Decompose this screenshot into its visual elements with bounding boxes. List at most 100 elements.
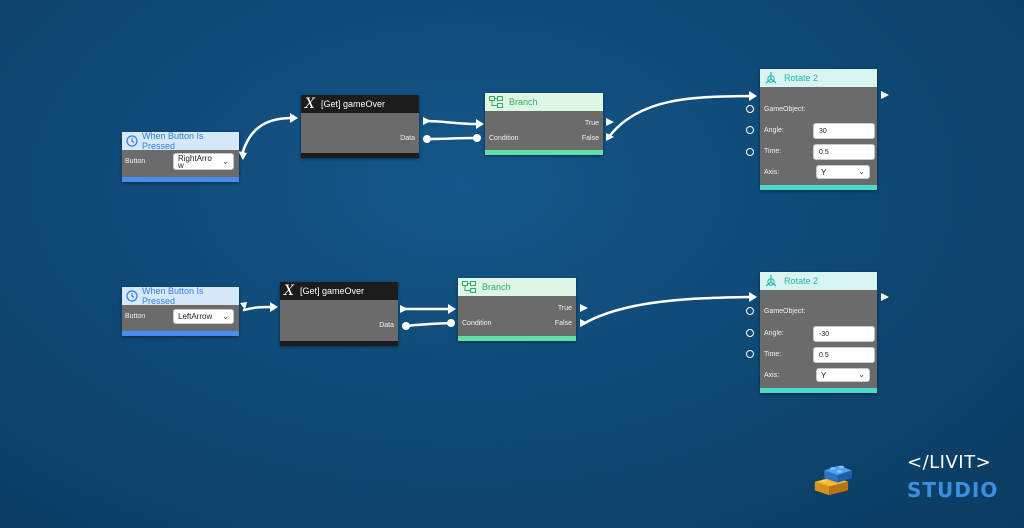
data-output-label: Data — [400, 135, 415, 142]
wire-data — [404, 321, 453, 328]
variable-x-icon: X — [284, 283, 294, 299]
data-output-port[interactable] — [423, 135, 431, 143]
axis-label: Axis: — [764, 169, 780, 176]
rotate-node[interactable]: Rotate 2 GameObject: Angle: -30 Time: 0.… — [760, 272, 877, 393]
branch-icon — [462, 281, 476, 293]
angle-input-port[interactable] — [746, 126, 754, 134]
logo-text-livit: </LIVIT> — [907, 452, 992, 473]
event-node-right-arrow[interactable]: When Button Is Pressed Button RightArrow… — [122, 131, 239, 182]
node-header[interactable]: Rotate 2 — [760, 69, 877, 87]
node-footer — [122, 331, 239, 336]
dropdown-value: LeftArrow — [178, 312, 213, 321]
arrowhead — [240, 302, 247, 310]
node-title: Rotate 2 — [784, 276, 819, 286]
branch-node[interactable]: Branch True Condition False — [485, 93, 603, 155]
time-label: Time: — [764, 148, 782, 155]
node-header[interactable]: Branch — [485, 93, 603, 111]
arrowhead — [749, 292, 757, 302]
chevron-down-icon: ⌄ — [858, 370, 865, 379]
gameobject-input-port[interactable] — [746, 307, 754, 315]
node-footer — [458, 336, 576, 341]
true-output-label: True — [584, 120, 599, 127]
wire-flow — [423, 119, 479, 126]
condition-input-port[interactable] — [473, 134, 481, 142]
button-dropdown[interactable]: LeftArrow ⌄ — [173, 309, 234, 324]
dropdown-value: Y — [821, 167, 827, 177]
data-output-port[interactable] — [402, 322, 410, 330]
node-footer — [122, 177, 239, 182]
wire-flow — [581, 295, 752, 326]
angle-input-port[interactable] — [746, 329, 754, 337]
gameobject-input-port[interactable] — [746, 105, 754, 113]
arrowhead — [238, 151, 247, 160]
false-output-port[interactable] — [580, 319, 588, 327]
logo-text-studio: STUDIO — [907, 478, 999, 502]
rotate-axes-icon — [764, 71, 778, 85]
angle-field[interactable]: -30 — [813, 326, 875, 342]
time-input-port[interactable] — [746, 148, 754, 156]
wire-flow — [606, 94, 752, 140]
axis-dropdown[interactable]: Y ⌄ — [816, 165, 870, 179]
axis-dropdown[interactable]: Y ⌄ — [816, 368, 870, 382]
get-variable-node[interactable]: X [Get] gameOver Data — [280, 282, 398, 346]
gameobject-label: GameObject: — [764, 106, 806, 113]
false-output-label: False — [554, 320, 572, 327]
gameobject-label: GameObject: — [764, 308, 806, 315]
variable-x-icon: X — [305, 96, 315, 112]
node-footer — [301, 153, 419, 158]
node-header[interactable]: X [Get] gameOver — [301, 95, 419, 113]
angle-label: Angle: — [764, 330, 784, 337]
true-output-label: True — [557, 305, 572, 312]
node-header[interactable]: When Button Is Pressed — [122, 131, 239, 151]
condition-input-port[interactable] — [447, 319, 455, 327]
event-node-left-arrow[interactable]: When Button Is Pressed Button LeftArrow … — [122, 286, 239, 336]
arrowhead — [749, 91, 757, 101]
node-title: Branch — [482, 282, 511, 292]
time-field[interactable]: 0.5 — [813, 347, 875, 363]
chevron-down-icon: ⌄ — [222, 156, 229, 166]
node-header[interactable]: Branch — [458, 278, 576, 296]
button-label: Button — [125, 158, 146, 165]
dropdown-value: Y — [821, 370, 827, 380]
false-output-port[interactable] — [606, 133, 614, 141]
rotate-flow-output-port[interactable] — [881, 293, 889, 301]
arrowhead — [448, 304, 456, 314]
true-output-port[interactable] — [606, 118, 614, 126]
node-title: Rotate 2 — [784, 73, 819, 83]
data-output-label: Data — [379, 322, 394, 329]
arrowhead — [270, 302, 278, 312]
flow-output-port[interactable] — [400, 305, 408, 313]
node-header[interactable]: Rotate 2 — [760, 272, 877, 290]
branch-icon — [489, 96, 503, 108]
dropdown-value: RightArrow — [178, 154, 212, 170]
node-title: [Get] gameOver — [299, 286, 364, 296]
time-field[interactable]: 0.5 — [813, 144, 875, 160]
true-output-port[interactable] — [580, 304, 588, 312]
chevron-down-icon: ⌄ — [858, 167, 865, 176]
node-header[interactable]: X [Get] gameOver — [280, 282, 398, 300]
rotate-node[interactable]: Rotate 2 GameObject: Angle: 30 Time: 0.5… — [760, 69, 877, 190]
angle-label: Angle: — [764, 127, 784, 134]
clock-icon — [126, 290, 138, 302]
false-output-label: False — [581, 135, 599, 142]
flow-output-port[interactable] — [423, 117, 431, 125]
branch-node[interactable]: Branch True Condition False — [458, 278, 576, 341]
rotate-flow-output-port[interactable] — [881, 91, 889, 99]
node-footer — [760, 185, 877, 190]
time-input-port[interactable] — [746, 350, 754, 358]
condition-input-label: Condition — [462, 320, 492, 327]
node-title: When Button Is Pressed — [142, 286, 204, 306]
angle-field[interactable]: 30 — [813, 123, 875, 139]
condition-input-label: Condition — [489, 135, 519, 142]
node-footer — [280, 341, 398, 346]
get-variable-node[interactable]: X [Get] gameOver Data — [301, 95, 419, 158]
arrowhead — [290, 113, 298, 123]
chevron-down-icon: ⌄ — [222, 311, 229, 321]
node-header[interactable]: When Button Is Pressed — [122, 286, 239, 306]
wire-flow — [240, 116, 294, 157]
button-dropdown[interactable]: RightArrow ⌄ — [173, 153, 234, 170]
arrowhead — [476, 119, 484, 129]
axis-label: Axis: — [764, 372, 780, 379]
time-label: Time: — [764, 351, 782, 358]
